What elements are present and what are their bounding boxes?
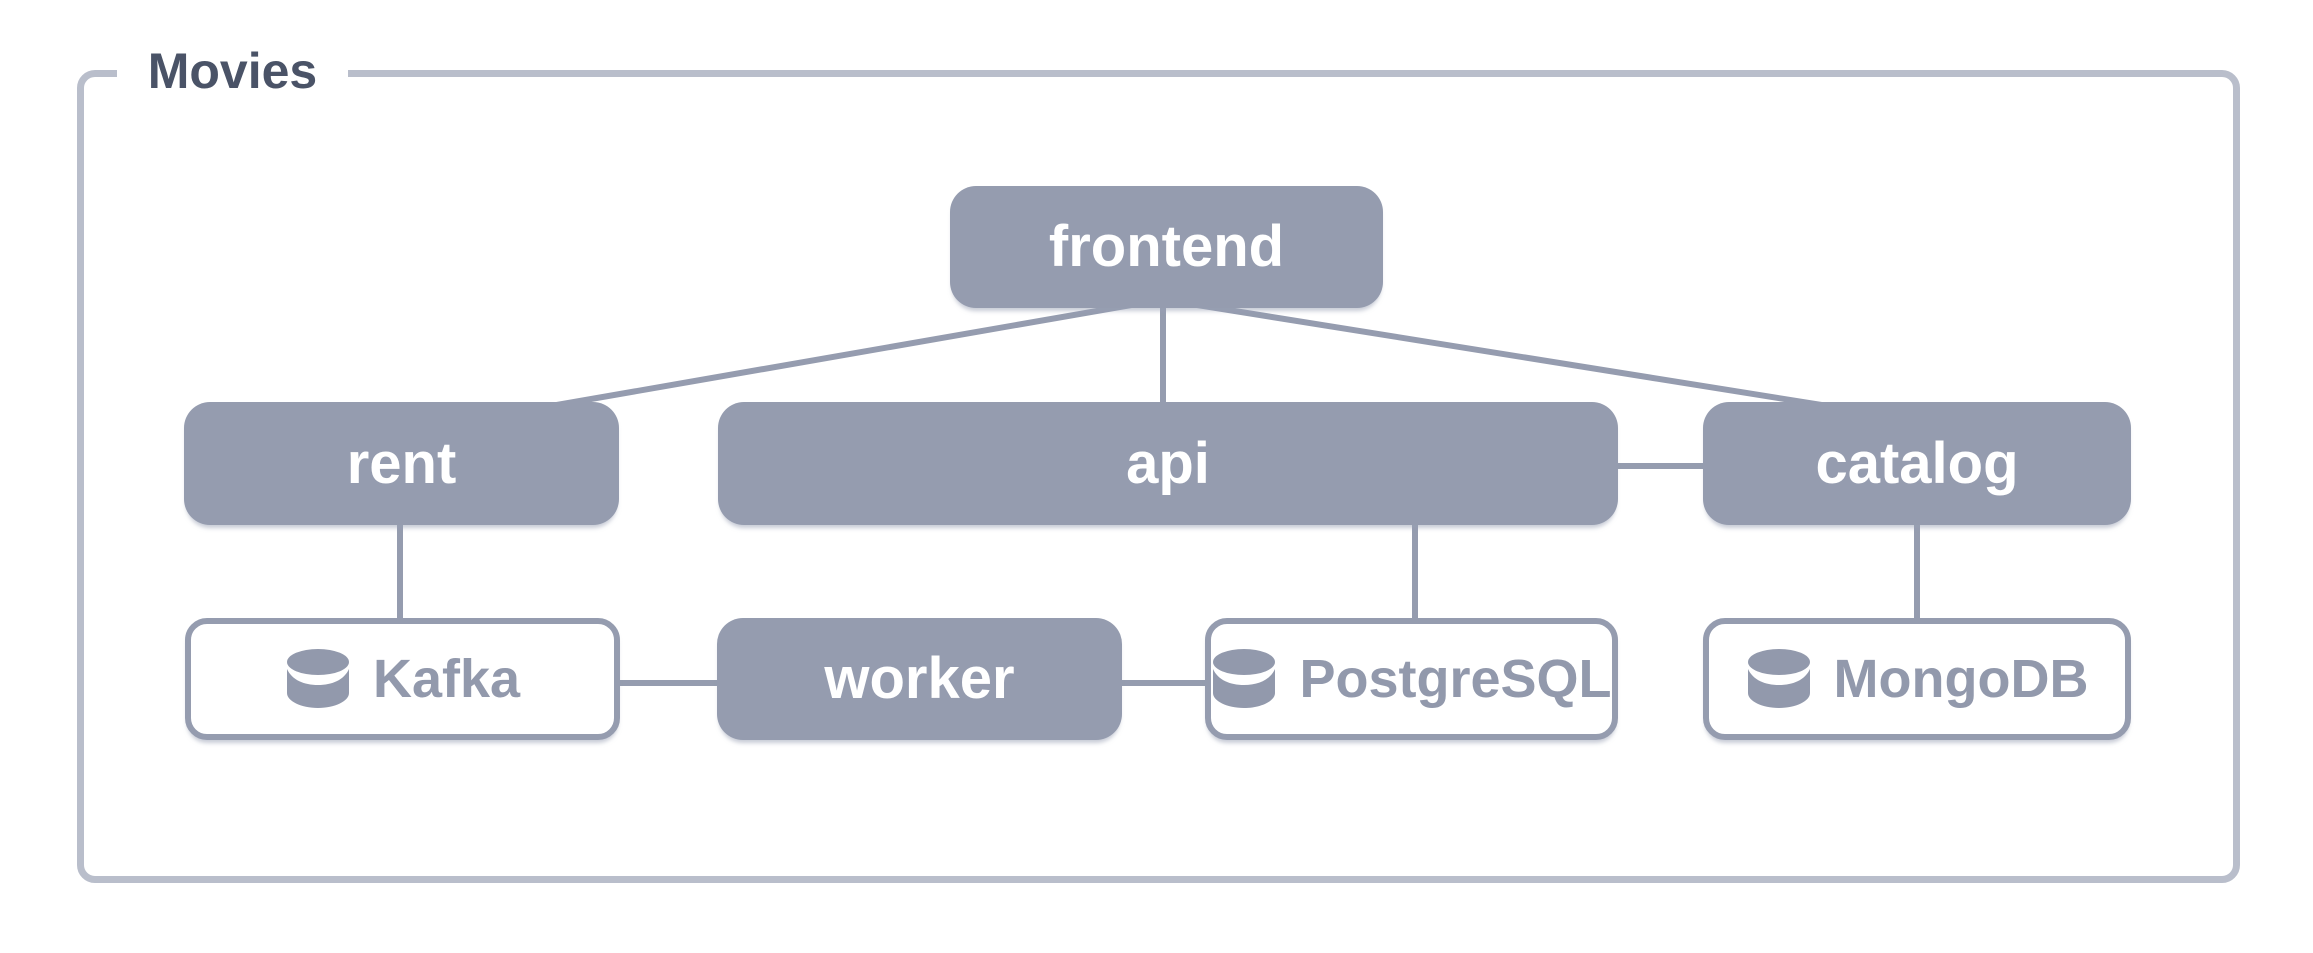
edge-frontend-catalog: [1165, 297, 1879, 417]
node-worker-label: worker: [824, 646, 1015, 711]
database-icon: [1746, 649, 1812, 709]
node-api-label: api: [1126, 430, 1210, 496]
edge-frontend-rent: [504, 297, 1161, 417]
node-frontend-label: frontend: [1048, 214, 1285, 279]
database-icon: [1211, 649, 1277, 709]
node-mongodb[interactable]: MongoDB: [1703, 618, 2131, 740]
node-catalog-label: catalog: [1815, 430, 2019, 496]
node-mongodb-label: MongoDB: [1833, 649, 2089, 709]
node-postgresql-label: PostgreSQL: [1299, 649, 1612, 709]
node-api[interactable]: api: [718, 402, 1618, 525]
node-postgresql[interactable]: PostgreSQL: [1205, 618, 1618, 740]
movies-group-frame: [77, 70, 2240, 883]
node-kafka[interactable]: Kafka: [185, 618, 620, 740]
node-kafka-label: Kafka: [372, 649, 521, 709]
node-rent-label: rent: [346, 430, 457, 496]
group-title: Movies: [117, 38, 348, 104]
node-rent[interactable]: rent: [184, 402, 619, 525]
node-catalog[interactable]: catalog: [1703, 402, 2131, 525]
node-worker[interactable]: worker: [717, 618, 1122, 740]
node-frontend[interactable]: frontend: [950, 186, 1383, 308]
database-icon: [285, 649, 351, 709]
